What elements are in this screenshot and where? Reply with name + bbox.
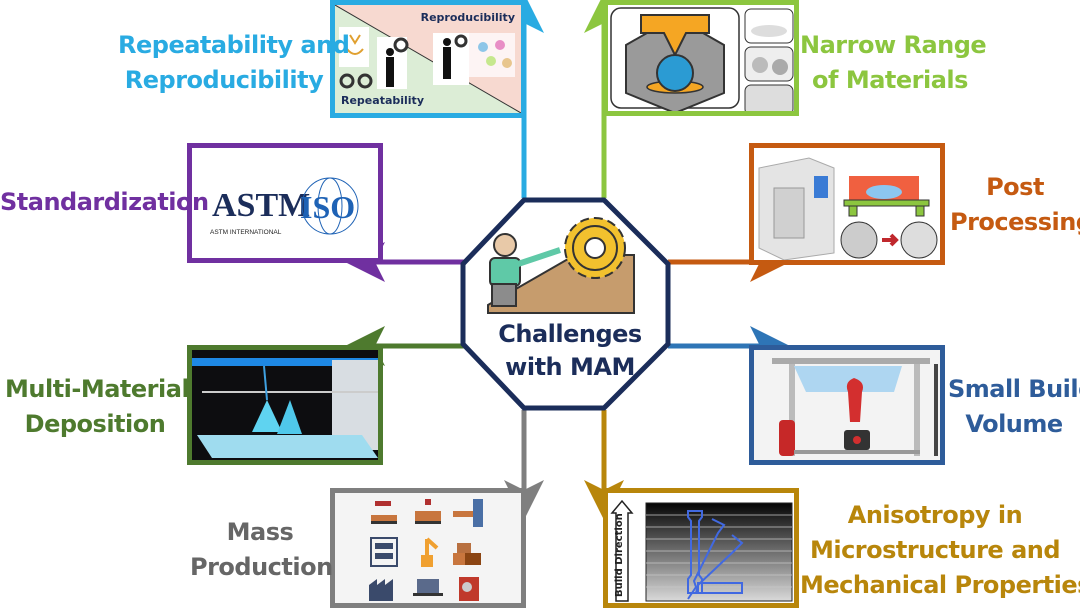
tensile-specimens-icon: [687, 510, 744, 600]
svg-text:ASTM INTERNATIONAL: ASTM INTERNATIONAL: [210, 229, 282, 236]
panel-repeatability: Reproducibility Repeatability: [330, 0, 526, 118]
assembly-line-icon: [453, 499, 483, 527]
heat-treatment-icon: [843, 176, 930, 217]
label-line: of Materials: [812, 66, 968, 94]
panel-narrow-range: [603, 0, 799, 116]
team-gears-icon: [469, 33, 515, 77]
label-multi-material: Multi-Material Deposition: [5, 372, 190, 442]
label-post-processing: Post Processing: [950, 170, 1080, 240]
panel-post-processing: [749, 143, 945, 265]
post-processing-illustration: [758, 157, 938, 260]
center-title-line1: Challenges: [498, 320, 642, 348]
repeatability-label: Repeatability: [341, 94, 424, 107]
label-line: Processing: [950, 208, 1080, 236]
center-title: Challenges with MAM: [470, 318, 670, 384]
panel-multi-material: [187, 345, 383, 465]
cnc-machine-icon: [758, 157, 835, 260]
label-repeatability: Repeatability and Reproducibility: [118, 28, 350, 98]
panel-standardization: ASTM ASTM INTERNATIONAL ISO: [187, 143, 383, 263]
anisotropy-illustration: [610, 499, 793, 602]
label-line: Deposition: [24, 410, 166, 438]
center-title-line2: with MAM: [505, 353, 635, 381]
label-line: Narrow Range: [800, 31, 987, 59]
build-direction-label: Build Direction: [614, 513, 625, 597]
reproducibility-label: Reproducibility: [420, 11, 515, 24]
label-narrow-range: Narrow Range of Materials: [800, 28, 987, 98]
label-line: Mechanical Properties: [800, 571, 1080, 599]
svg-text:ISO: ISO: [300, 189, 355, 225]
label-line: Repeatability and: [118, 31, 350, 59]
metal-sheet-roll-icon: [744, 84, 794, 111]
label-small-build: Small Build Volume: [948, 372, 1080, 442]
panel-anisotropy: Build Direction: [603, 488, 799, 608]
label-line: Reproducibility: [124, 66, 324, 94]
build-direction-arrow-icon: [610, 499, 634, 602]
label-standardization: Standardization: [0, 185, 209, 220]
manual-gear-icon: [459, 577, 479, 601]
label-line: Microstructure and: [809, 536, 1061, 564]
label-line: Post: [986, 173, 1044, 201]
astm-logo: ASTM ASTM INTERNATIONAL: [210, 187, 310, 236]
label-line: Standardization: [0, 188, 209, 216]
machine-icon: [413, 579, 443, 596]
filament-spool-icon: [779, 420, 795, 456]
robot-arm-icon: [421, 537, 439, 567]
standards-logos: ASTM ASTM INTERNATIONAL ISO: [210, 177, 359, 236]
mass-production-icons: [369, 499, 483, 601]
label-line: Volume: [965, 410, 1063, 438]
label-line: Multi-Material: [5, 375, 190, 403]
label-line: Anisotropy in: [847, 501, 1023, 529]
svg-text:ASTM: ASTM: [212, 187, 310, 224]
storage-rack-icon: [370, 537, 398, 567]
panel-small-build: [749, 345, 945, 465]
conveyor-icon: [371, 501, 397, 524]
gears-icon: [339, 73, 355, 89]
panel-mass-production: [330, 488, 526, 608]
microstructure-grains-icon: [840, 221, 938, 259]
repeatability-diagonal: [335, 5, 521, 113]
label-mass-production: Mass Production: [190, 515, 333, 585]
3d-printer-photo-icon: [192, 350, 378, 460]
3d-printer-nozzle-icon: [346, 34, 364, 55]
person-gear-icon: [386, 48, 394, 56]
label-anisotropy: Anisotropy in Microstructure and Mechani…: [800, 498, 1080, 603]
printer-frame-icon: [754, 350, 940, 460]
materials-illustration: [610, 7, 794, 111]
label-line: Production: [190, 553, 333, 581]
boxes-icon: [453, 543, 481, 565]
crane-box-icon: [415, 499, 441, 524]
iso-logo: ISO: [300, 177, 359, 235]
factory-icon: [369, 579, 393, 601]
person-pushing-gear-icon: [487, 217, 635, 314]
label-line: Mass: [226, 518, 294, 546]
label-line: Small Build: [948, 375, 1080, 403]
